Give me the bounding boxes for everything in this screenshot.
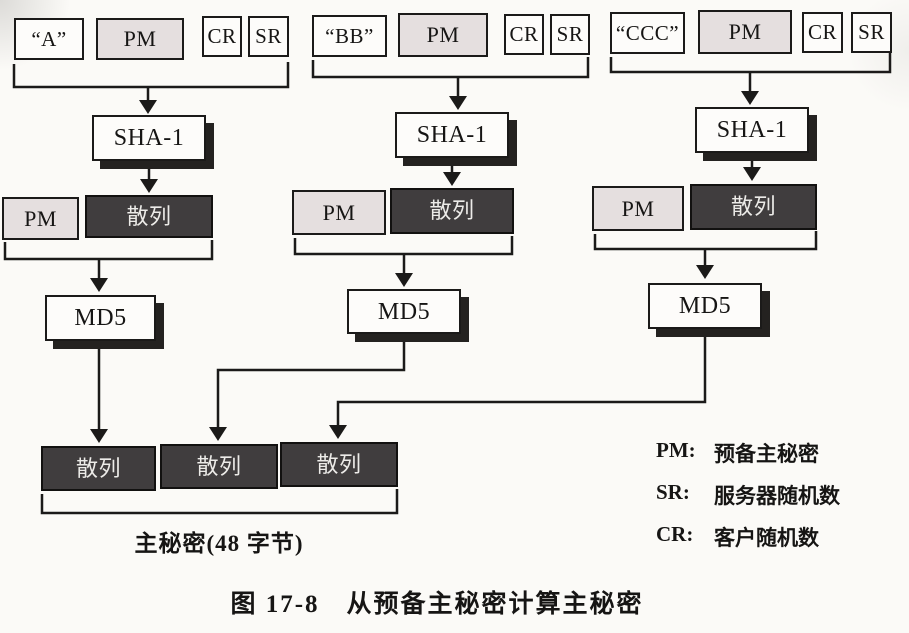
arrowhead-sha1-1	[139, 100, 157, 114]
bracket-master-secret	[40, 489, 399, 515]
input-sr-box-2: SR	[550, 14, 590, 55]
legend-abbr-pm: PM:	[656, 438, 696, 462]
mid-hash-box-2: 散列	[390, 188, 514, 234]
sha1-box-2: SHA-1	[395, 112, 509, 158]
arrowhead-md5-1	[90, 278, 108, 292]
mid-pm-box-3: PM	[592, 186, 684, 231]
arrowhead-sha1-2	[449, 96, 467, 110]
legend-row-cr: CR: 客户随机数	[656, 522, 840, 552]
arrowhead-sha1-3	[741, 91, 759, 105]
input-string-box-2: “BB”	[312, 15, 387, 57]
arrowhead-md5-2	[395, 273, 413, 287]
legend-abbr-sr: SR:	[656, 480, 690, 504]
bracket-inputs-3	[609, 53, 892, 74]
input-pm-box-1: PM	[96, 18, 184, 60]
bracket-inputs-2	[311, 57, 590, 79]
arrowhead-output-2	[209, 427, 227, 441]
sha1-box-1: SHA-1	[92, 115, 206, 161]
master-secret-segment-3: 散列	[280, 442, 398, 487]
bracket-inputs-1	[12, 62, 290, 89]
legend-meaning-sr: 服务器随机数	[714, 484, 840, 508]
input-string-box-1: “A”	[14, 18, 84, 60]
legend-row-sr: SR: 服务器随机数	[656, 480, 840, 510]
master-secret-segment-1: 散列	[41, 446, 156, 491]
input-cr-box-1: CR	[202, 16, 242, 57]
figure-caption: 图 17-8 从预备主秘密计算主秘密	[230, 591, 644, 618]
mid-hash-box-3: 散列	[690, 184, 817, 230]
elbow-md5-output-2	[216, 333, 406, 428]
bracket-mid-3	[593, 231, 818, 251]
elbow-md5-output-3	[336, 328, 707, 425]
md5-box-2: MD5	[347, 289, 461, 334]
input-pm-box-2: PM	[398, 13, 488, 57]
master-secret-segment-2: 散列	[160, 444, 278, 489]
arrowhead-output-3	[329, 425, 347, 439]
arrowhead-hash-2	[443, 172, 461, 186]
bracket-mid-1	[3, 240, 214, 261]
mid-hash-box-1: 散列	[85, 195, 213, 238]
input-cr-box-3: CR	[802, 12, 843, 53]
arrowhead-hash-3	[743, 167, 761, 181]
legend-abbr-cr: CR:	[656, 522, 694, 546]
legend-meaning-cr: 客户随机数	[714, 526, 819, 550]
input-string-box-3: “CCC”	[610, 12, 685, 54]
arrowhead-md5-3	[696, 265, 714, 279]
sha1-box-3: SHA-1	[695, 107, 809, 153]
input-cr-box-2: CR	[504, 14, 544, 55]
input-sr-box-3: SR	[851, 12, 892, 53]
mid-pm-box-1: PM	[2, 197, 79, 240]
arrowhead-hash-1	[140, 179, 158, 193]
legend: PM: 预备主秘密 SR: 服务器随机数 CR: 客户随机数	[656, 438, 840, 564]
mid-pm-box-2: PM	[292, 190, 386, 235]
bracket-mid-2	[293, 236, 514, 256]
input-sr-box-1: SR	[248, 16, 289, 57]
md5-box-1: MD5	[45, 295, 156, 341]
legend-row-pm: PM: 预备主秘密	[656, 438, 840, 468]
legend-meaning-pm: 预备主秘密	[714, 442, 819, 466]
md5-box-3: MD5	[648, 283, 762, 329]
master-secret-label: 主秘密(48 字节)	[134, 531, 304, 556]
arrowhead-output-1	[90, 429, 108, 443]
input-pm-box-3: PM	[698, 10, 792, 54]
